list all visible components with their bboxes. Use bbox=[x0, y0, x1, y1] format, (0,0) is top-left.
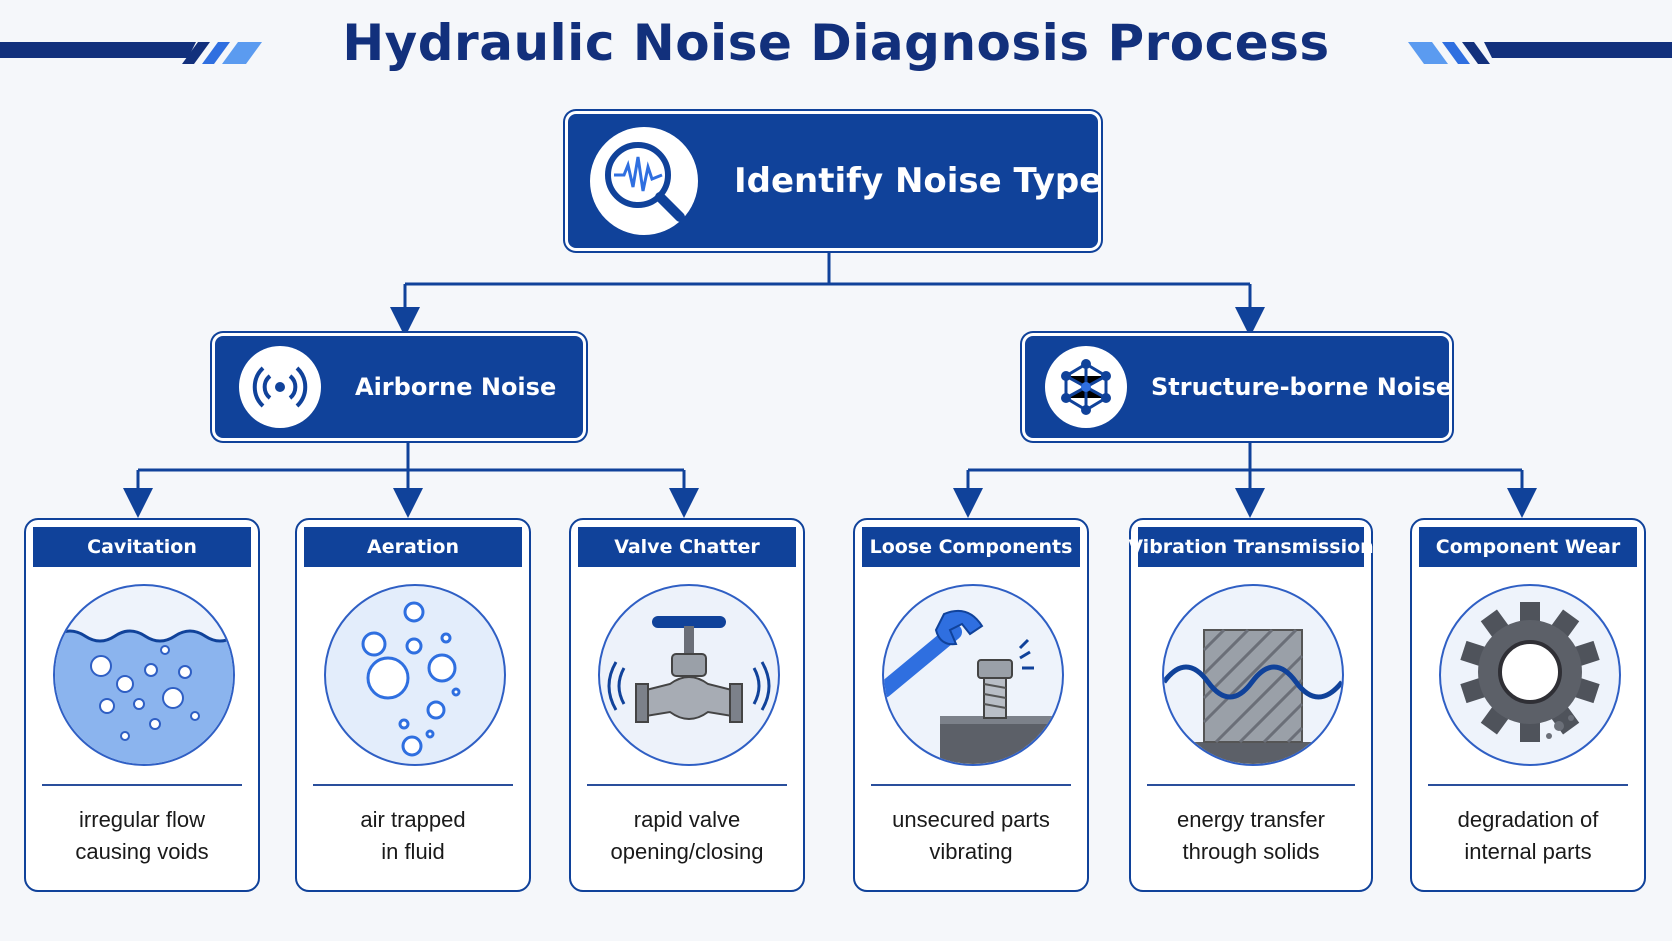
card-desc-line: opening/closing bbox=[610, 839, 764, 864]
card-illustration bbox=[1162, 584, 1344, 766]
worn-gear-icon bbox=[1460, 602, 1600, 742]
card-component-wear: Component Wear bbox=[1410, 518, 1646, 892]
branch-airborne-box: Airborne Noise bbox=[215, 336, 583, 438]
card-desc-line: degradation of bbox=[1457, 807, 1599, 832]
branch-structure-box: Structure-borne Noise bbox=[1025, 336, 1453, 438]
card-title: Aeration bbox=[304, 527, 522, 567]
card-desc-line: energy transfer bbox=[1177, 807, 1325, 832]
card-title: Cavitation bbox=[33, 527, 251, 567]
card-illustration bbox=[1439, 584, 1621, 766]
wrench-bolt-icon bbox=[884, 610, 1062, 764]
card-divider bbox=[1428, 784, 1628, 786]
card-illustration bbox=[882, 584, 1064, 766]
branch-structure-icon-circle bbox=[1045, 346, 1127, 428]
card-desc-line: unsecured parts bbox=[892, 807, 1050, 832]
card-description: degradation of internal parts bbox=[1418, 804, 1638, 868]
card-divider bbox=[1147, 784, 1355, 786]
card-title: Vibration Transmission bbox=[1128, 527, 1374, 567]
card-aeration: Aeration air trapped in fluid bbox=[295, 518, 531, 892]
waveform-magnifier-icon bbox=[605, 142, 685, 222]
branch-structure-label: Structure-borne Noise bbox=[1151, 373, 1453, 401]
wave-block-icon bbox=[1164, 628, 1342, 764]
card-divider bbox=[587, 784, 787, 786]
sound-waves-icon bbox=[252, 366, 308, 408]
card-illustration bbox=[324, 584, 506, 766]
card-title: Component Wear bbox=[1419, 527, 1637, 567]
card-desc-line: causing voids bbox=[75, 839, 209, 864]
network-cube-icon bbox=[1061, 359, 1111, 415]
card-desc-line: air trapped bbox=[360, 807, 466, 832]
card-description: rapid valve opening/closing bbox=[577, 804, 797, 868]
header-stripes-right bbox=[1408, 42, 1672, 64]
card-divider bbox=[313, 784, 513, 786]
card-description: air trapped in fluid bbox=[303, 804, 523, 868]
card-description: energy transfer through solids bbox=[1137, 804, 1365, 868]
root-label: Identify Noise Type bbox=[734, 161, 1103, 201]
card-desc-line: in fluid bbox=[381, 839, 445, 864]
card-desc-line: rapid valve bbox=[633, 807, 741, 832]
branch-airborne-icon-circle bbox=[239, 346, 321, 428]
card-divider bbox=[871, 784, 1071, 786]
card-loose-components: Loose Components unsecured parts vibrati… bbox=[853, 518, 1089, 892]
card-illustration bbox=[53, 584, 235, 766]
card-vibration-transmission: Vibration Transmission energy transfer t… bbox=[1128, 518, 1374, 892]
card-title: Valve Chatter bbox=[578, 527, 796, 567]
root-icon-circle bbox=[590, 127, 698, 235]
branch-airborne-label: Airborne Noise bbox=[355, 373, 557, 401]
card-desc-line: vibrating bbox=[929, 839, 1013, 864]
card-title: Loose Components bbox=[862, 527, 1080, 567]
page-title: Hydraulic Noise Diagnosis Process bbox=[342, 14, 1330, 72]
valve-icon bbox=[607, 616, 771, 723]
card-description: irregular flow causing voids bbox=[32, 804, 252, 868]
card-valve-chatter: Valve Chatter rapid valve opening/closin… bbox=[569, 518, 805, 892]
card-desc-line: through solids bbox=[1182, 839, 1320, 864]
card-description: unsecured parts vibrating bbox=[861, 804, 1081, 868]
root-box: Identify Noise Type bbox=[568, 114, 1102, 248]
card-desc-line: irregular flow bbox=[79, 807, 205, 832]
bubbles-water-icon bbox=[55, 629, 233, 764]
card-desc-line: internal parts bbox=[1464, 839, 1592, 864]
card-cavitation: Cavitation irregular flow causing voids bbox=[24, 518, 260, 892]
air-bubbles-icon bbox=[361, 601, 461, 757]
card-illustration bbox=[598, 584, 780, 766]
card-divider bbox=[42, 784, 242, 786]
connectors bbox=[123, 250, 1537, 518]
header-stripes-left bbox=[0, 42, 262, 64]
